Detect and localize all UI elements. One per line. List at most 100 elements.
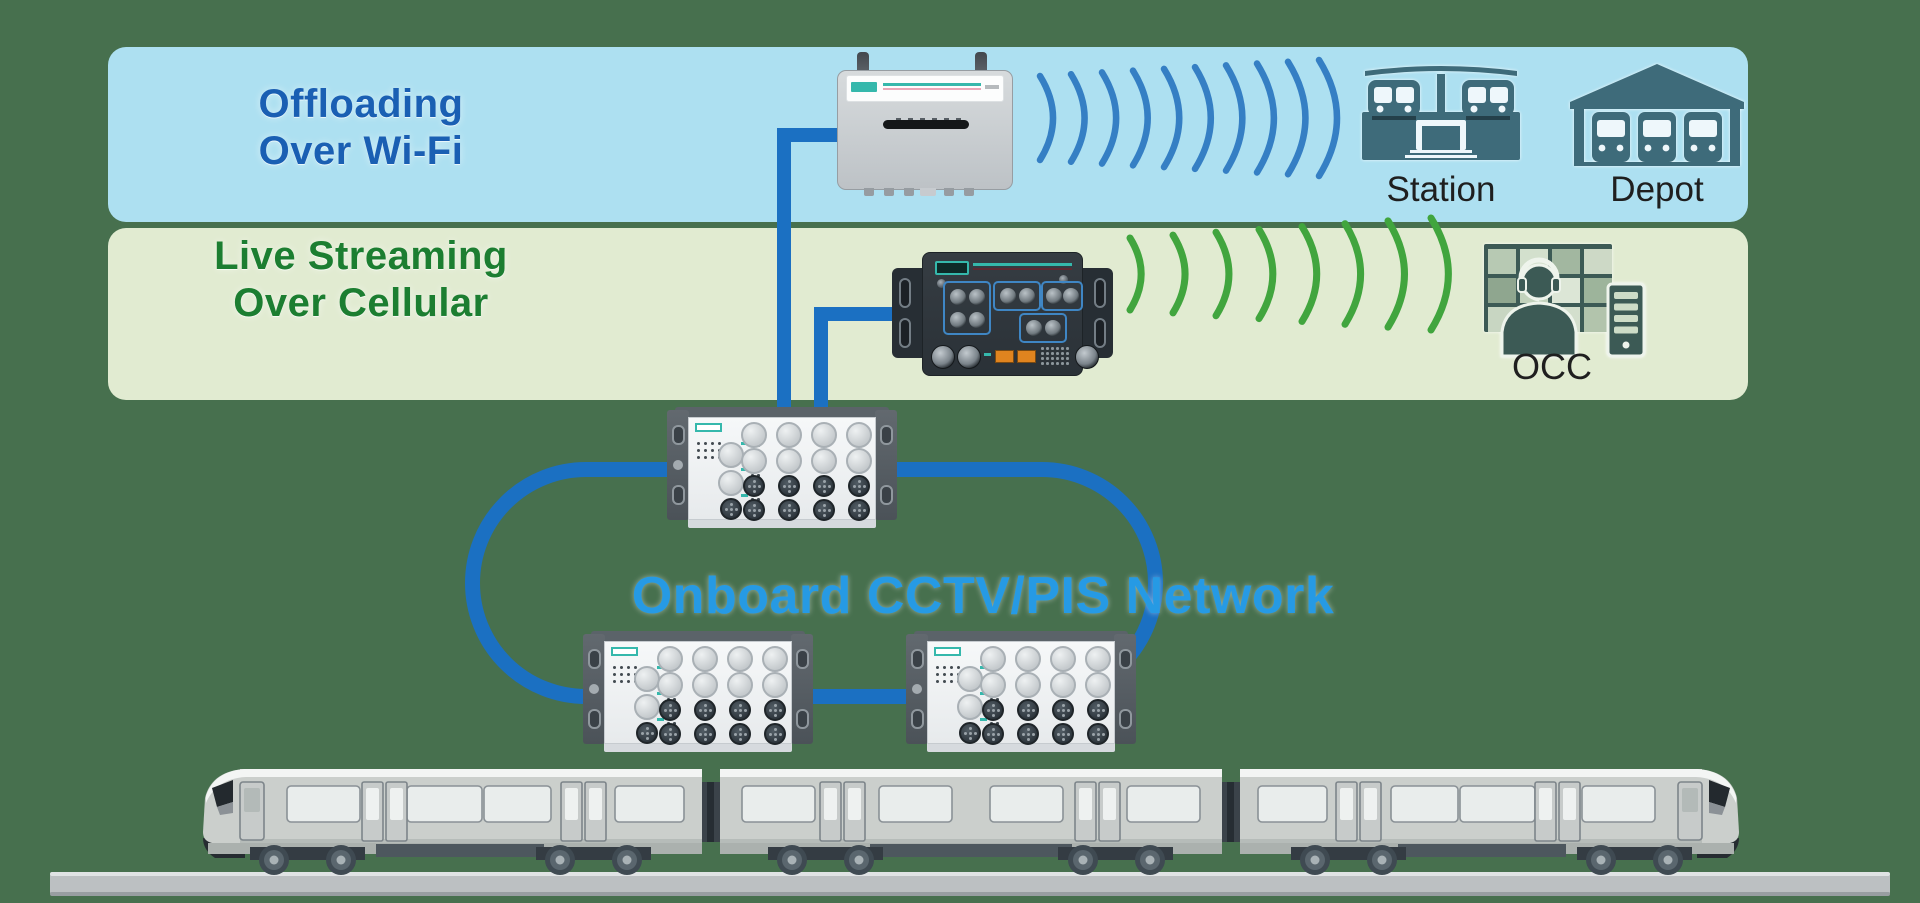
switch-port-cap bbox=[727, 646, 753, 672]
switch-port-cap bbox=[634, 694, 660, 720]
bottom-connector bbox=[920, 188, 936, 196]
switch-port-cap bbox=[811, 448, 837, 474]
switch-port-cap bbox=[980, 672, 1006, 698]
switch-m12-port bbox=[848, 499, 870, 521]
wireless-access-point-device bbox=[837, 52, 1013, 198]
ethernet-switch-top bbox=[667, 407, 897, 528]
onboard-network-label: Onboard CCTV/PIS Network bbox=[631, 567, 1335, 625]
bottom-connector bbox=[944, 188, 954, 196]
cellular-waves-icon bbox=[1126, 214, 1452, 334]
wifi-waves-icon bbox=[1036, 56, 1341, 180]
circular-connector bbox=[1063, 288, 1079, 304]
switch-m12-port bbox=[729, 723, 751, 745]
bottom-connector bbox=[884, 188, 894, 196]
switch-m12-port bbox=[1087, 723, 1109, 745]
access-point-label-strip bbox=[846, 75, 1004, 102]
switch-m12-port bbox=[813, 475, 835, 497]
ethernet-switch-right bbox=[906, 631, 1136, 752]
switch-top-strip bbox=[914, 631, 1128, 642]
dip-switch-grid bbox=[1041, 347, 1071, 367]
access-point-leds bbox=[896, 108, 968, 121]
switch-m12-port bbox=[743, 475, 765, 497]
circular-connector bbox=[1000, 288, 1016, 304]
power-connector bbox=[1075, 345, 1099, 369]
connector-group bbox=[993, 281, 1041, 311]
switch-port-cap bbox=[1050, 672, 1076, 698]
circular-connector bbox=[950, 312, 966, 328]
gateway-body bbox=[922, 252, 1099, 376]
wifi-band-title: Offloading Over Wi-Fi bbox=[131, 81, 591, 175]
connector-group bbox=[943, 281, 991, 335]
switch-m12-port bbox=[743, 499, 765, 521]
switch-m12-port bbox=[982, 723, 1004, 745]
antenna bbox=[857, 52, 869, 77]
occ-label: OCC bbox=[1512, 346, 1592, 387]
switch-m12-port bbox=[659, 699, 681, 721]
switch-m12-port bbox=[720, 498, 742, 520]
switch-m12-port bbox=[1017, 699, 1039, 721]
switch-mount-bracket bbox=[1114, 634, 1136, 744]
occ-operator-icon bbox=[1484, 244, 1646, 358]
wifi-band-title-line2: Over Wi-Fi bbox=[258, 128, 464, 173]
switch-m12-port bbox=[694, 723, 716, 745]
switch-mount-bracket bbox=[906, 634, 928, 744]
switch-m12-port bbox=[778, 499, 800, 521]
switch-port-cap bbox=[718, 470, 744, 496]
station-building-icon bbox=[1362, 66, 1520, 160]
switch-front-panel bbox=[927, 641, 1115, 745]
switch-port-cap bbox=[741, 448, 767, 474]
switch-port-cap bbox=[1015, 646, 1041, 672]
switch-port-cap bbox=[718, 442, 744, 468]
switch-m12-port bbox=[636, 722, 658, 744]
switch-top-strip bbox=[675, 407, 889, 418]
wifi-band-title-line1: Offloading bbox=[258, 82, 464, 126]
switch-port-cap bbox=[1015, 672, 1041, 698]
metro-train-illustration bbox=[50, 769, 1890, 896]
switch-port-cap bbox=[957, 666, 983, 692]
connector-group bbox=[1019, 313, 1067, 343]
switch-mount-bracket bbox=[791, 634, 813, 744]
switch-top-strip bbox=[591, 631, 805, 642]
access-point-vent-slot bbox=[883, 120, 969, 129]
switch-m12-port bbox=[1052, 723, 1074, 745]
switch-m12-port bbox=[959, 722, 981, 744]
switch-port-cap bbox=[634, 666, 660, 692]
switch-m12-port bbox=[729, 699, 751, 721]
moxa-logo-chip bbox=[935, 261, 969, 275]
switch-port-cap bbox=[762, 672, 788, 698]
bottom-connector bbox=[904, 188, 914, 196]
switch-port-cap bbox=[657, 646, 683, 672]
switch-mount-bracket bbox=[667, 410, 689, 520]
switch-base-strip bbox=[688, 520, 876, 528]
switch-m12-port bbox=[813, 499, 835, 521]
cellular-band-title-line2: Over Cellular bbox=[233, 280, 489, 325]
switch-port-cap bbox=[1085, 672, 1111, 698]
circular-connector bbox=[969, 312, 985, 328]
switch-port-cap bbox=[1050, 646, 1076, 672]
switch-port-cap bbox=[776, 422, 802, 448]
moxa-logo-chip bbox=[695, 423, 722, 432]
circular-connector bbox=[969, 289, 985, 305]
switch-m12-port bbox=[764, 699, 786, 721]
moxa-logo-chip bbox=[934, 647, 961, 656]
switch-m12-port bbox=[982, 699, 1004, 721]
circular-connector bbox=[1045, 320, 1061, 336]
usb-port bbox=[995, 350, 1014, 363]
switch-m12-port bbox=[778, 475, 800, 497]
circular-connector bbox=[1026, 320, 1042, 336]
switch-m12-port bbox=[1052, 699, 1074, 721]
switch-port-cap bbox=[692, 672, 718, 698]
switch-m12-port bbox=[694, 699, 716, 721]
cellular-band-title: Live Streaming Over Cellular bbox=[131, 233, 591, 327]
switch-port-cap bbox=[1085, 646, 1111, 672]
switch-m12-port bbox=[764, 723, 786, 745]
cellular-band-title-line1: Live Streaming bbox=[214, 234, 508, 278]
switch-port-cap bbox=[657, 672, 683, 698]
bottom-connector bbox=[964, 188, 974, 196]
circular-connector bbox=[1046, 288, 1062, 304]
switch-m12-port bbox=[1087, 699, 1109, 721]
circular-connector bbox=[950, 289, 966, 305]
switch-port-cap bbox=[846, 422, 872, 448]
switch-port-cap bbox=[980, 646, 1006, 672]
